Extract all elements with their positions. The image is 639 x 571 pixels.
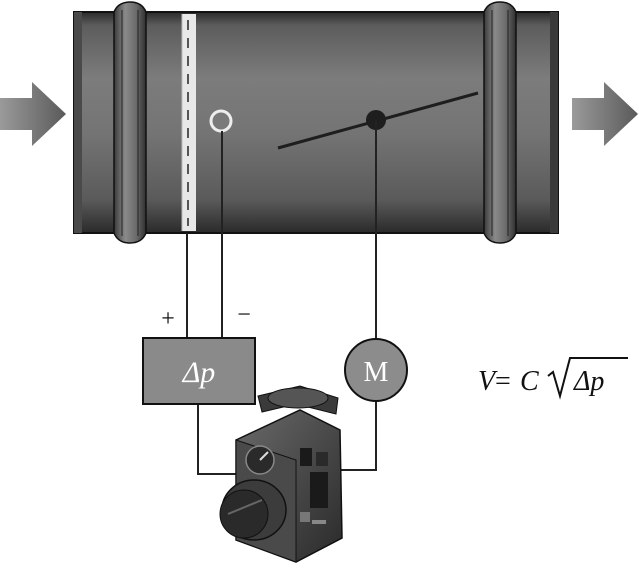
- motor-label: M: [364, 357, 389, 388]
- duct-ring-right: [483, 1, 517, 244]
- outlet-arrow-icon: [572, 82, 638, 146]
- formula-equals: =: [495, 366, 511, 397]
- pressure-transducer-box: Δp: [142, 337, 256, 405]
- duct-ring-left: [113, 1, 147, 244]
- motor: M: [344, 338, 408, 402]
- flow-formula: V = C Δp: [478, 357, 628, 400]
- duct: [73, 1, 559, 244]
- pressure-tap: [209, 109, 233, 133]
- plus-label: +: [161, 306, 175, 332]
- formula-constant: C: [520, 366, 539, 397]
- formula-lhs: V: [478, 366, 498, 397]
- minus-label: −: [237, 302, 251, 328]
- wires: [186, 120, 377, 475]
- measuring-plate: [181, 14, 196, 231]
- damper-actuator-icon: [219, 385, 343, 563]
- inlet-arrow-icon: [0, 82, 66, 146]
- sqrt-sign: [547, 357, 628, 400]
- delta-p-label: Δp: [182, 356, 216, 389]
- formula-radicand: Δp: [573, 366, 604, 397]
